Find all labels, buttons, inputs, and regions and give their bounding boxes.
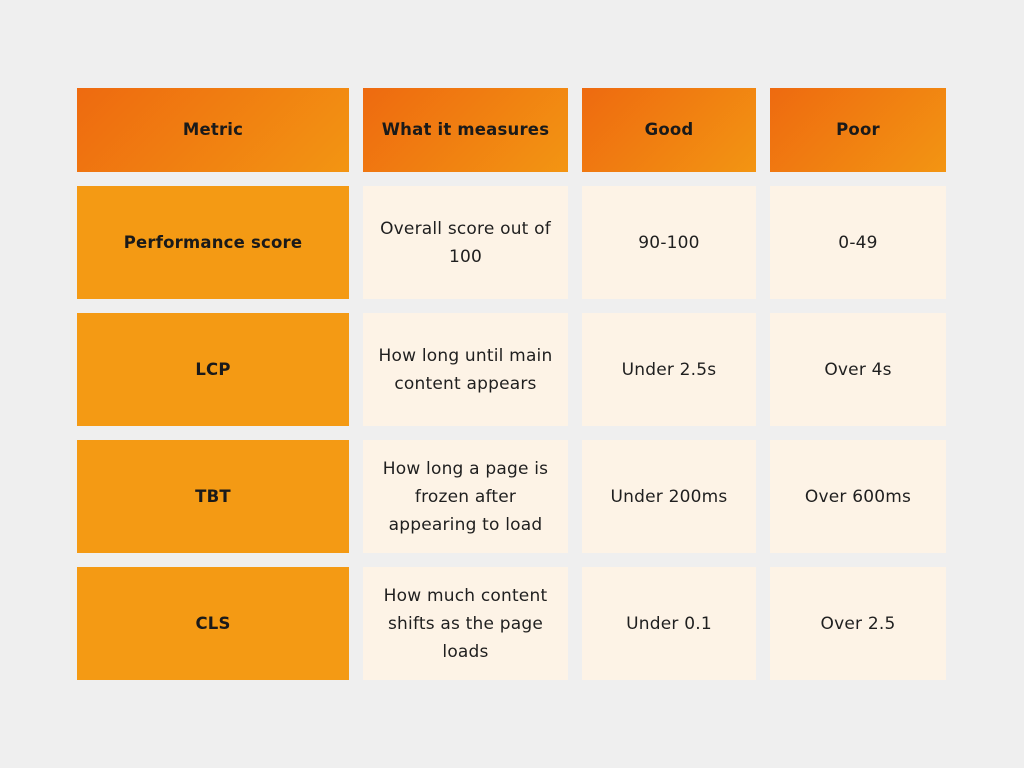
good-cell: 90-100 [582, 186, 756, 299]
poor-cell: Over 2.5 [770, 567, 946, 680]
metric-cell: Performance score [77, 186, 349, 299]
metric-cell: CLS [77, 567, 349, 680]
measures-cell: How much content shifts as the page load… [363, 567, 568, 680]
poor-cell: Over 4s [770, 313, 946, 426]
measures-cell: How long until main content appears [363, 313, 568, 426]
header-good: Good [582, 88, 756, 172]
measures-cell: How long a page is frozen after appearin… [363, 440, 568, 553]
metric-cell: LCP [77, 313, 349, 426]
header-poor: Poor [770, 88, 946, 172]
poor-cell: 0-49 [770, 186, 946, 299]
metric-cell: TBT [77, 440, 349, 553]
header-what-it-measures: What it measures [363, 88, 568, 172]
good-cell: Under 0.1 [582, 567, 756, 680]
measures-cell: Overall score out of 100 [363, 186, 568, 299]
header-metric: Metric [77, 88, 349, 172]
good-cell: Under 2.5s [582, 313, 756, 426]
poor-cell: Over 600ms [770, 440, 946, 553]
metrics-table: Metric What it measures Good Poor Perfor… [77, 88, 947, 680]
good-cell: Under 200ms [582, 440, 756, 553]
